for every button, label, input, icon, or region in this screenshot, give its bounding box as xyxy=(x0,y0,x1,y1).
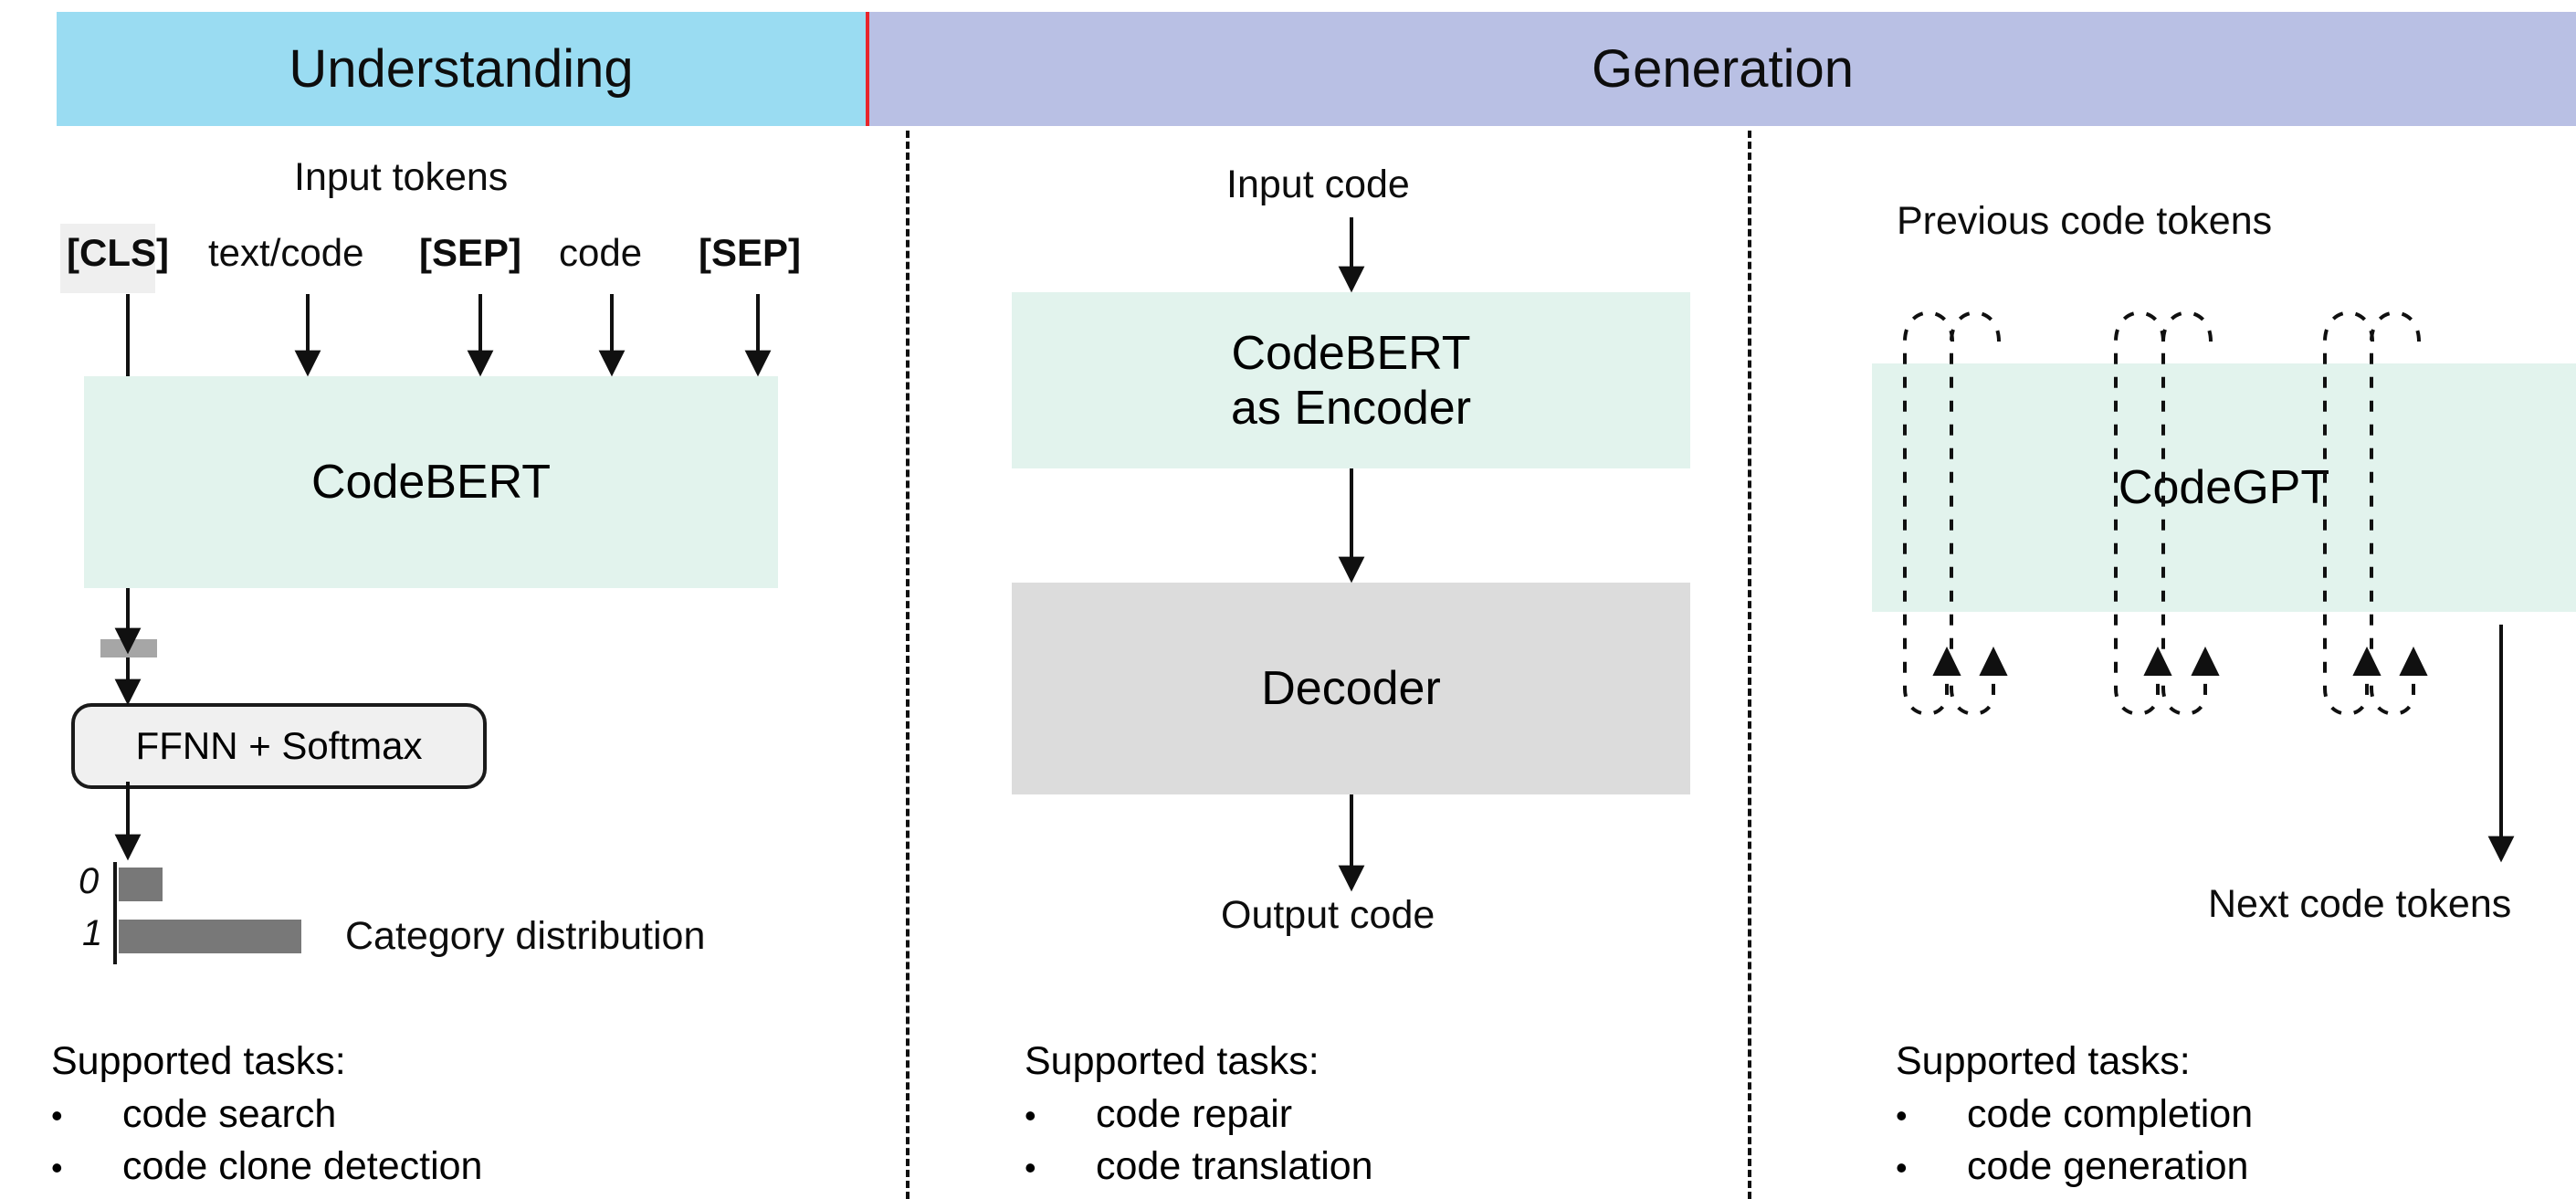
bullet-icon: • xyxy=(51,1097,63,1135)
tasks-gpt-title: Supported tasks: xyxy=(1896,1039,2191,1083)
codebert-box-label: CodeBERT xyxy=(310,456,552,509)
tasks-encdec-item-1-label: code translation xyxy=(1096,1144,1373,1189)
column-divider-1 xyxy=(906,131,909,1199)
banner-understanding-label: Understanding xyxy=(289,38,634,99)
tasks-encdec-title: Supported tasks: xyxy=(1025,1039,1320,1083)
banner-generation-label: Generation xyxy=(1592,38,1854,99)
tasks-gpt: Supported tasks: • code completion • cod… xyxy=(1896,1039,2254,1189)
tasks-understanding-item-1: • code clone detection xyxy=(51,1144,483,1189)
codegpt-box-label: CodeGPT xyxy=(2118,461,2330,514)
distribution-caption: Category distribution xyxy=(345,914,706,958)
ffnn-softmax-label: FFNN + Softmax xyxy=(135,724,423,767)
tasks-encdec-item-0-label: code repair xyxy=(1096,1092,1293,1137)
bullet-icon: • xyxy=(1025,1097,1036,1135)
next-code-tokens-label: Next code tokens xyxy=(2208,882,2512,926)
banner-understanding: Understanding xyxy=(57,12,866,126)
column-divider-2 xyxy=(1748,131,1751,1199)
tasks-understanding-item-0-label: code search xyxy=(122,1092,337,1137)
distribution-bar-0 xyxy=(119,868,163,901)
token-code: code xyxy=(559,231,643,274)
tasks-encdec-item-0: • code repair xyxy=(1025,1092,1373,1137)
bullet-icon: • xyxy=(1025,1149,1036,1187)
token-text-code: text/code xyxy=(208,231,364,274)
tasks-gpt-item-1-label: code generation xyxy=(1967,1144,2249,1189)
tasks-gpt-item-0-label: code completion xyxy=(1967,1092,2254,1137)
input-code-label: Input code xyxy=(1226,163,1410,206)
ffnn-softmax-box: FFNN + Softmax xyxy=(71,703,487,789)
bullet-icon: • xyxy=(1896,1097,1908,1135)
bullet-icon: • xyxy=(1896,1149,1908,1187)
codebert-box: CodeBERT xyxy=(84,376,778,588)
bullet-icon: • xyxy=(51,1149,63,1187)
token-sep-1: [SEP] xyxy=(419,231,522,274)
cls-token-highlight xyxy=(60,224,155,293)
codegpt-box: CodeGPT xyxy=(1872,363,2576,612)
distribution-bar-1 xyxy=(119,920,301,953)
output-code-label: Output code xyxy=(1221,893,1435,937)
tasks-understanding-item-0: • code search xyxy=(51,1092,482,1137)
token-sep-2: [SEP] xyxy=(699,231,802,274)
tasks-gpt-item-0: • code completion xyxy=(1896,1092,2254,1137)
codebert-encoder-label-line2: as Encoder xyxy=(1230,381,1472,435)
tasks-understanding: Supported tasks: • code search • code cl… xyxy=(51,1039,483,1189)
previous-code-tokens-label: Previous code tokens xyxy=(1897,199,2273,243)
tasks-understanding-title: Supported tasks: xyxy=(51,1039,346,1083)
tasks-gpt-item-1: • code generation xyxy=(1896,1144,2253,1189)
token-feed-arrows xyxy=(126,294,772,377)
input-tokens-label: Input tokens xyxy=(294,155,509,199)
decoder-box: Decoder xyxy=(1012,583,1690,794)
distribution-label-1: 1 xyxy=(82,913,103,953)
tasks-understanding-item-1-label: code clone detection xyxy=(122,1144,483,1189)
distribution-label-0: 0 xyxy=(79,861,100,901)
codebert-encoder-box: CodeBERT as Encoder xyxy=(1012,292,1690,468)
cls-embedding-marker xyxy=(100,639,157,657)
banner-generation: Generation xyxy=(869,12,2576,126)
decoder-box-label: Decoder xyxy=(1261,662,1441,715)
distribution-axis xyxy=(113,862,117,964)
banner-red-divider xyxy=(866,12,869,126)
codebert-encoder-label-line1: CodeBERT xyxy=(1231,326,1471,380)
tasks-encdec: Supported tasks: • code repair • code tr… xyxy=(1025,1039,1373,1189)
token-cls: [CLS] xyxy=(67,231,169,274)
tasks-encdec-item-1: • code translation xyxy=(1025,1144,1373,1189)
